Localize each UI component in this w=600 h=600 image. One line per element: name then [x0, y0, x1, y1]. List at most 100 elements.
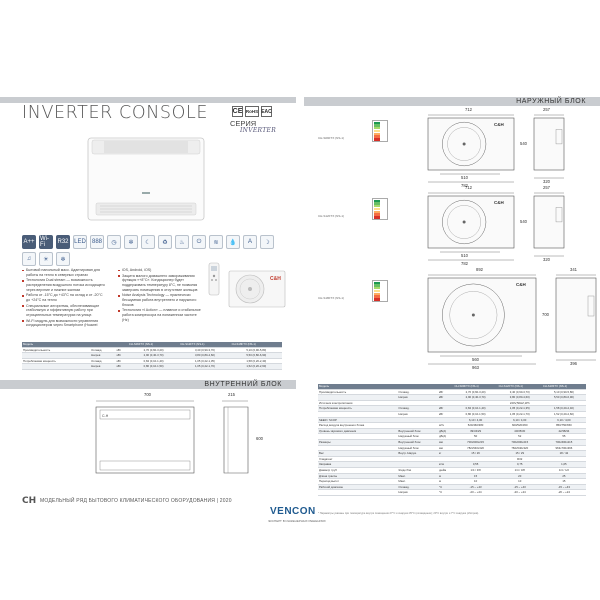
- table-cell: дБ(А): [438, 433, 454, 440]
- footer-logo: CH: [22, 496, 37, 506]
- table-header: [438, 384, 454, 390]
- table-cell: м: [438, 473, 454, 480]
- dim-total-width: 782: [461, 183, 468, 188]
- table-cell: -20 ~ +24: [453, 489, 498, 496]
- table-cell: 700x600x215: [497, 439, 542, 446]
- section-title: НАРУЖНЫЙ БЛОК: [516, 98, 586, 105]
- table-header: [115, 342, 128, 348]
- feature-item: Технология «I Action» — плавное и стабил…: [118, 308, 202, 322]
- table-cell: 782x540x320: [453, 445, 498, 452]
- table-cell: [22, 363, 91, 370]
- table-cell: кг: [438, 450, 454, 457]
- table-cell: [453, 400, 498, 407]
- section-bar-outdoor: НАРУЖНЫЙ БЛОК: [304, 97, 600, 106]
- table-cell: Внутренний блок: [397, 439, 438, 446]
- table-cell: °С: [438, 484, 454, 491]
- outdoor-side-drawing: [533, 114, 565, 179]
- table-cell: SEER / SCOP: [318, 417, 398, 424]
- table-cell: 5,10 (0,90-5,80): [541, 389, 586, 396]
- outdoor-side-drawing: [555, 274, 597, 361]
- table-cell: 15 / 26: [453, 450, 498, 457]
- table-cell: 1,58 (0,20-2,40): [541, 405, 586, 412]
- table-cell: 1,05 (0,22-1,35): [497, 405, 542, 412]
- table-cell: кВт: [438, 389, 454, 396]
- feature-item: Специальные алгоритмы, обеспечивающие ст…: [22, 304, 106, 318]
- table-cell: 1/4 / 1/2: [541, 467, 586, 474]
- outdoor-front-drawing: C&H: [427, 192, 515, 261]
- table-cell: мм: [438, 445, 454, 452]
- snow-icon: ❄: [56, 252, 70, 266]
- display-icon: 888: [90, 235, 104, 249]
- table-cell: 50: [453, 433, 498, 440]
- table-cell: Источник электропитания: [318, 400, 398, 407]
- table-cell: Макс.: [397, 473, 438, 480]
- table-cell: 2,70 (0,60-3,20): [453, 389, 498, 396]
- dim-base-depth: 320: [543, 179, 550, 184]
- table-cell: [397, 461, 438, 468]
- unit-model: CH-S09FTX (NS-1): [318, 136, 345, 140]
- dim-height: 600: [256, 436, 263, 441]
- power-icon: ⏻: [192, 235, 206, 249]
- table-cell: Заправка: [318, 461, 398, 468]
- table-cell: 0,84 (0,10-1,40): [127, 358, 180, 365]
- table-cell: кВт: [115, 358, 128, 365]
- table-cell: 6,10 / 4,00: [541, 417, 586, 424]
- feature-item: Работа от -15°C до +43°C на охлад и от -…: [22, 293, 106, 302]
- table-header: CH-S18FTX (NS-1): [541, 384, 586, 390]
- table-cell: 520/460/380: [453, 422, 498, 429]
- table-cell: 18 / 42: [541, 450, 586, 457]
- table-cell: 42/38/34: [541, 428, 586, 435]
- left-spec-table: Модель CH-S09FTX (NS-1) CH-S12FTX (NS-1)…: [22, 342, 282, 370]
- svg-text:C&H: C&H: [494, 122, 504, 127]
- table-cell: 0,80 (0,10-1,50): [127, 363, 180, 370]
- table-cell: [318, 433, 398, 440]
- outdoor-front-drawing: C&H: [427, 274, 537, 365]
- table-cell: 15: [453, 473, 498, 480]
- brand-logo: VENCON: [270, 506, 316, 517]
- energy-class-icon: A++: [22, 235, 36, 249]
- table-cell: 3,80 (0,80-4,60): [497, 394, 542, 401]
- table-cell: кВт: [115, 363, 128, 370]
- table-cell: 3,40 (0,90-3,70): [497, 389, 542, 396]
- table-cell: 0,75: [497, 461, 542, 468]
- table-cell: Внутренний блок: [397, 428, 438, 435]
- table-cell: 782x540x320: [497, 445, 542, 452]
- dim-depth: 257: [543, 107, 550, 112]
- dim-depth: 257: [543, 185, 550, 190]
- feature-item: Технология Dual stream — возможность рас…: [22, 278, 106, 292]
- table-cell: 5,50 (0,80-6,90): [541, 394, 586, 401]
- feature-item: Бытовой напольный масс. Адаптирован для …: [22, 268, 106, 277]
- fan-icon: ✲: [124, 235, 138, 249]
- table-cell: Макс.: [397, 478, 438, 485]
- table-header: CH-S12FTX (NS-1): [179, 342, 231, 348]
- table-cell: 10: [497, 478, 542, 485]
- table-cell: [438, 400, 454, 407]
- dim-depth: 341: [570, 267, 577, 272]
- table-cell: кВт: [438, 405, 454, 412]
- table-cell: [438, 456, 454, 463]
- feature-item: Защита малого домашнего замораживания фу…: [118, 274, 202, 292]
- right-spec-table: Модель CH-S09FTX (NS-1) CH-S12FTX (NS-1)…: [318, 384, 586, 496]
- table-cell: Размеры: [318, 439, 398, 446]
- table-cell: 5,50 (0,80-6,90): [230, 352, 282, 359]
- dim-feet: 510: [461, 175, 468, 180]
- remote-control-image: [208, 262, 220, 296]
- table-cell: [438, 417, 454, 424]
- table-cell: 2,90 (0,40-3,70): [453, 394, 498, 401]
- moon-icon: ☽: [260, 235, 274, 249]
- outdoor-unit-small-image: C&H: [228, 270, 286, 308]
- console-unit-image: [87, 137, 205, 221]
- table-cell: 5,10 (0,90-5,80): [230, 347, 282, 354]
- dim-depth: 215: [228, 392, 235, 397]
- table-cell: 15: [541, 478, 586, 485]
- table-cell: Охлажд.: [397, 389, 438, 396]
- table-cell: 20: [497, 473, 542, 480]
